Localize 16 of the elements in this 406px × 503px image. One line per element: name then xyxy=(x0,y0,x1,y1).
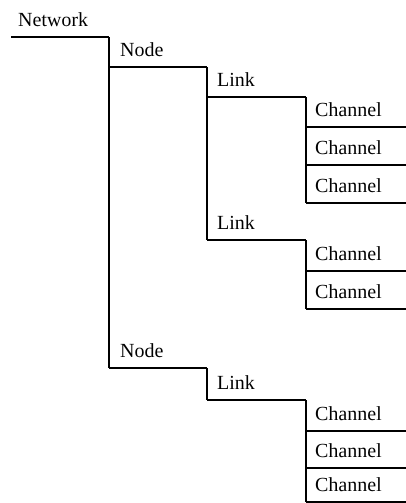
tree-item: Node xyxy=(109,339,207,369)
tree-item: Channel xyxy=(306,402,406,432)
tree-item: Channel xyxy=(306,136,406,166)
tree-item: Channel xyxy=(306,174,406,204)
connector-line xyxy=(206,368,208,400)
tree-item: Channel xyxy=(306,473,406,503)
tree-item: Channel xyxy=(306,280,406,310)
connector-line xyxy=(108,37,110,368)
tree-item: Link xyxy=(207,68,306,98)
tree-item: Channel xyxy=(306,98,406,128)
tree-item: Channel xyxy=(306,439,406,469)
tree-item: Network xyxy=(11,8,109,38)
tree-item: Channel xyxy=(306,242,406,272)
tree-item: Node xyxy=(109,38,207,68)
tree-item: Link xyxy=(207,371,306,401)
tree-item: Link xyxy=(207,211,306,241)
